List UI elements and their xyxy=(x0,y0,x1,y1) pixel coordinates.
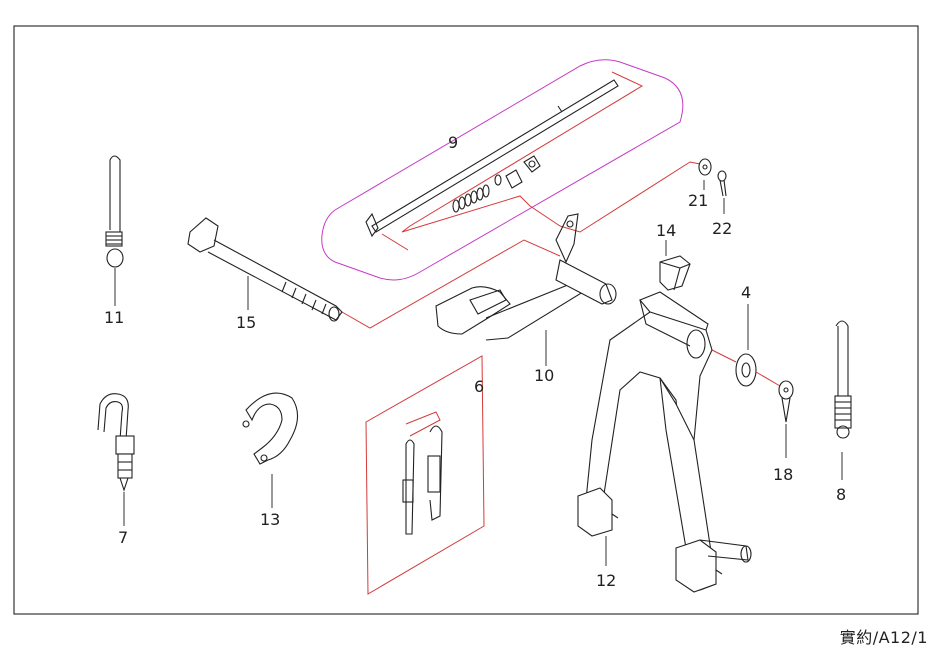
diagram-frame xyxy=(13,25,919,615)
callout-18: 18 xyxy=(773,465,793,484)
callout-7: 7 xyxy=(118,528,128,547)
callout-22: 22 xyxy=(712,219,732,238)
callout-13: 13 xyxy=(260,510,280,529)
link-line-21 xyxy=(559,161,701,233)
callout-11: 11 xyxy=(104,308,124,327)
callout-21: 21 xyxy=(688,191,708,210)
callout-9: 9 xyxy=(448,133,458,152)
part-18-pin xyxy=(778,380,794,423)
part-15-bolt xyxy=(187,217,343,322)
callout-10: 10 xyxy=(534,366,554,385)
group-box-9 xyxy=(321,59,684,281)
part-21-washer xyxy=(698,158,712,176)
link-line-4 xyxy=(711,349,737,363)
part-12-center-stand xyxy=(577,291,752,593)
part-6-spring-group xyxy=(365,355,485,595)
drawing-code: 實約/A12/1 xyxy=(839,628,928,647)
callout-4: 4 xyxy=(741,283,751,302)
callout-14: 14 xyxy=(656,221,676,240)
group-9-inner-outline xyxy=(401,71,644,233)
part-8-spring xyxy=(834,320,852,439)
callout-8: 8 xyxy=(836,485,846,504)
part-9-rod-assembly xyxy=(365,79,619,238)
part-4-washer xyxy=(735,353,757,387)
part-14-block xyxy=(659,255,691,291)
part-11-spring xyxy=(105,155,124,268)
leader-lines xyxy=(114,180,843,566)
link-line-18 xyxy=(755,371,781,387)
part-13-clip xyxy=(242,392,299,465)
part-10-pedal-lever xyxy=(435,213,617,341)
part-22-pin xyxy=(717,170,727,197)
link-line-9-rod xyxy=(381,233,409,251)
callout-6: 6 xyxy=(474,377,484,396)
part-7-hook xyxy=(97,393,135,492)
callout-15: 15 xyxy=(236,313,256,332)
link-line-15-10 xyxy=(341,239,561,329)
callout-12: 12 xyxy=(596,571,616,590)
